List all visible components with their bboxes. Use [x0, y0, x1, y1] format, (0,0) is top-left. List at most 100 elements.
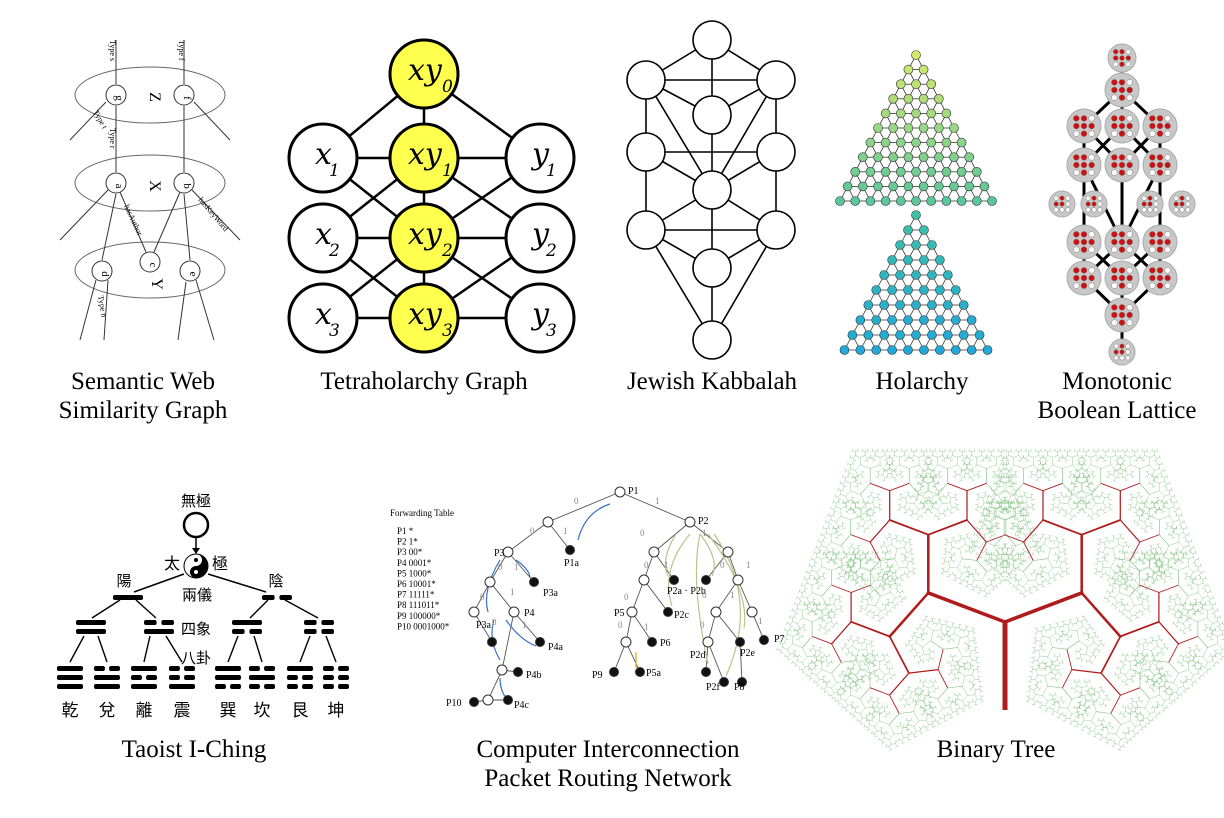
binary-tree-branch	[783, 629, 786, 632]
binary-tree-branch	[1003, 476, 1006, 479]
binary-tree-branch	[869, 594, 871, 598]
binary-tree-branch	[814, 655, 818, 661]
binary-tree-branch	[900, 497, 902, 500]
binary-tree-branch	[993, 474, 996, 478]
binary-tree-branch	[841, 707, 844, 709]
binary-tree-branch	[905, 495, 909, 498]
binary-tree-branch	[928, 490, 934, 497]
binary-tree-branch	[884, 732, 887, 734]
binary-tree-branch	[928, 450, 931, 453]
binary-tree-branch	[848, 676, 850, 679]
binary-tree-branch	[924, 694, 929, 696]
route-link	[715, 579, 739, 613]
binary-tree-branch	[953, 639, 954, 643]
binary-tree-branch	[824, 615, 829, 616]
binary-tree-branch	[845, 560, 848, 563]
four-image-line	[161, 620, 174, 625]
binary-tree-branch	[886, 468, 890, 472]
binary-tree-branch	[874, 675, 876, 678]
binary-tree-branch	[839, 483, 841, 485]
binary-tree-branch	[888, 591, 930, 638]
binary-tree-branch	[972, 636, 975, 639]
binary-tree-branch	[971, 683, 974, 685]
binary-tree-branch	[838, 578, 841, 581]
binary-tree-branch	[946, 539, 948, 543]
binary-tree-branch	[878, 576, 884, 578]
binary-tree-branch	[814, 609, 817, 613]
binary-tree-branch	[856, 688, 858, 692]
binary-tree-branch	[850, 636, 852, 639]
binary-tree-branch	[861, 676, 863, 680]
binary-tree-branch	[860, 567, 871, 572]
binary-tree-branch	[882, 579, 885, 585]
binary-tree-branch	[955, 541, 957, 544]
binary-tree-branch	[835, 553, 839, 556]
binary-tree-branch	[1010, 545, 1016, 556]
binary-tree-branch	[889, 672, 893, 676]
binary-tree-branch	[838, 527, 840, 530]
binary-tree-branch	[847, 645, 853, 650]
binary-tree-branch	[833, 509, 835, 513]
holarchy-node	[964, 181, 975, 192]
binary-tree-branch	[850, 558, 854, 561]
binary-tree-branch	[794, 629, 798, 632]
binary-tree-branch	[871, 650, 873, 654]
binary-tree-branch	[944, 633, 947, 636]
binary-tree-branch	[806, 572, 810, 574]
binary-tree-branch	[819, 647, 821, 651]
binary-tree-branch	[790, 610, 793, 613]
binary-tree-branch	[898, 711, 915, 714]
binary-tree-branch	[902, 704, 905, 706]
binary-tree-branch	[784, 634, 788, 638]
binary-tree-branch	[849, 546, 852, 549]
binary-tree-branch	[1043, 549, 1045, 552]
binary-tree-branch	[908, 495, 911, 498]
binary-tree-branch	[937, 708, 943, 715]
binary-tree-branch	[1008, 496, 1012, 502]
binary-tree-branch	[996, 586, 998, 588]
binary-tree-branch	[862, 596, 864, 600]
binary-tree-branch	[906, 551, 911, 553]
binary-tree-branch	[1000, 476, 1004, 478]
route-switch-node	[620, 636, 632, 648]
binary-tree-branch	[840, 660, 857, 663]
binary-tree-branch	[914, 635, 918, 638]
binary-tree-branch	[953, 678, 956, 681]
binary-tree-branch	[989, 592, 991, 595]
binary-tree-branch	[847, 668, 851, 670]
iching-branch	[135, 599, 157, 619]
binary-tree-branch	[861, 577, 863, 581]
binary-tree-branch	[868, 661, 871, 664]
binary-tree-branch	[882, 578, 886, 580]
binary-tree-branch	[874, 730, 878, 735]
binary-tree-branch	[918, 507, 925, 510]
binary-tree-branch	[969, 664, 972, 666]
binary-tree-branch	[861, 553, 863, 556]
binary-tree-branch	[812, 648, 817, 651]
binary-tree-branch	[959, 548, 963, 559]
binary-tree-branch	[940, 629, 944, 635]
binary-tree-branch	[877, 552, 880, 555]
binary-tree-branch	[861, 681, 863, 683]
binary-tree-branch	[858, 522, 861, 524]
binary-tree-branch	[981, 502, 985, 508]
caption-tetraholarchy: Tetraholarchy Graph	[320, 368, 528, 395]
binary-tree-branch	[927, 691, 930, 693]
four-image-line	[304, 629, 317, 634]
binary-tree-branch	[994, 516, 997, 520]
binary-tree-branch	[792, 643, 803, 648]
binary-tree-branch	[863, 641, 868, 645]
binary-tree-branch	[851, 654, 853, 657]
binary-tree-branch	[865, 714, 868, 716]
route-prefix-node	[469, 697, 479, 707]
trigram-line	[131, 666, 157, 671]
binary-tree-branch	[904, 542, 906, 548]
binary-tree-branch	[905, 497, 907, 503]
trigram-line	[94, 675, 120, 680]
binary-tree-branch	[1047, 548, 1051, 559]
binary-tree-branch	[915, 499, 917, 502]
binary-tree-branch	[881, 544, 884, 547]
binary-tree-branch	[903, 737, 908, 738]
binary-tree-branch	[927, 457, 931, 459]
binary-tree-branch	[895, 604, 898, 606]
